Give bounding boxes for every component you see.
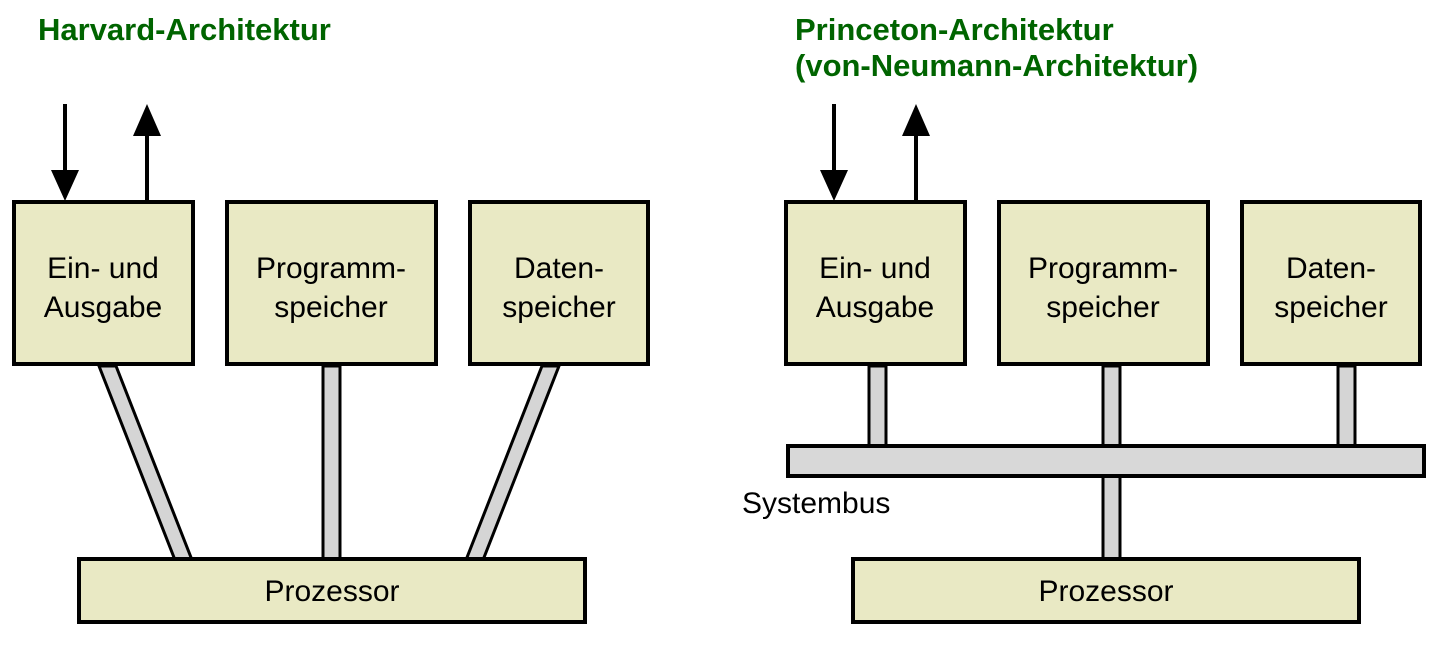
princeton-io-bus-link [867, 364, 888, 448]
system-bus-bar [786, 444, 1426, 478]
princeton-data-memory-label-line2: speicher [1274, 291, 1387, 324]
harvard-io-box [12, 200, 195, 366]
princeton-data-memory-label-line1: Daten- [1286, 252, 1376, 285]
harvard-program-memory-box [225, 200, 438, 366]
princeton-data-bus-link [1336, 364, 1357, 448]
princeton-processor-box [851, 557, 1361, 624]
harvard-data-bus-link [463, 364, 562, 562]
harvard-title: Harvard-Architektur [38, 12, 331, 47]
harvard-processor-box [77, 557, 587, 624]
harvard-program-memory-label-line2: speicher [274, 291, 387, 324]
harvard-input-arrow-icon [51, 104, 79, 201]
harvard-io-label-line1: Ein- und [47, 252, 159, 285]
princeton-io-label-line1: Ein- und [819, 252, 931, 285]
harvard-output-arrow-icon [133, 104, 161, 201]
princeton-input-arrow-icon [820, 104, 848, 201]
harvard-data-memory-label-line2: speicher [502, 291, 615, 324]
harvard-io-bus-link [96, 364, 195, 562]
princeton-output-arrow-icon [902, 104, 930, 201]
harvard-io-label-line2: Ausgabe [44, 291, 162, 324]
princeton-title-line2: (von-Neumann-Architektur) [795, 48, 1198, 83]
princeton-io-label-line2: Ausgabe [816, 291, 934, 324]
princeton-title-line1: Princeton-Architektur [795, 12, 1114, 47]
princeton-architecture-group: Princeton-Architektur (von-Neumann-Archi… [742, 12, 1426, 624]
harvard-processor-label: Prozessor [264, 575, 399, 608]
harvard-data-memory-label-line1: Daten- [514, 252, 604, 285]
princeton-program-memory-label-line2: speicher [1046, 291, 1159, 324]
harvard-program-bus-link [321, 364, 342, 562]
princeton-processor-bus-link [1101, 474, 1122, 562]
princeton-program-memory-box [997, 200, 1210, 366]
harvard-program-memory-label-line1: Programm- [256, 252, 406, 285]
princeton-data-memory-box [1240, 200, 1422, 366]
princeton-io-box [784, 200, 967, 366]
harvard-data-memory-box [468, 200, 650, 366]
system-bus-label: Systembus [742, 487, 890, 520]
princeton-program-memory-label-line1: Programm- [1028, 252, 1178, 285]
princeton-processor-label: Prozessor [1038, 575, 1173, 608]
harvard-architecture-group: Harvard-Architektur Ein- und Ausgabe Pro… [12, 12, 650, 624]
princeton-program-bus-link [1101, 364, 1122, 448]
